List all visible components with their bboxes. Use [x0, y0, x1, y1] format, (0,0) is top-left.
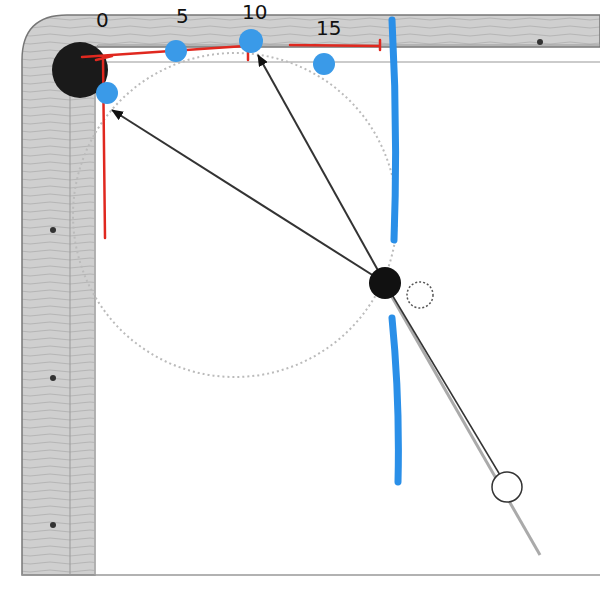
cue-stick [388, 290, 540, 555]
aim-arrow [258, 55, 385, 283]
scale-number: 10 [242, 2, 267, 22]
aim-arrow [112, 110, 385, 283]
scale-number: 0 [96, 10, 109, 30]
red-scale [82, 40, 380, 238]
scale-number: 5 [176, 6, 189, 26]
ghost-ball [492, 472, 522, 502]
dotted-circle [73, 53, 397, 377]
rail [22, 15, 600, 575]
scale-number: 15 [316, 18, 341, 38]
blue-line [392, 20, 398, 482]
object-ball [369, 267, 401, 299]
